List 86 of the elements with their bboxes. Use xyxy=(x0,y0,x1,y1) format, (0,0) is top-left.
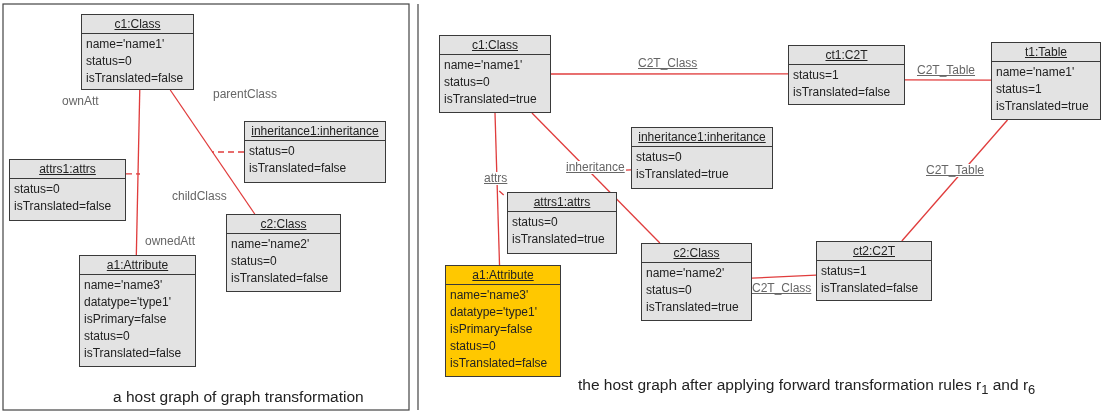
attribute-text: status=1 xyxy=(995,81,1043,98)
object-box xyxy=(226,214,341,292)
caption: the host graph after applying forward transformation rules r$_{1}$ and r$_{6}$ xyxy=(578,376,1036,400)
object-name: attrs1:attrs xyxy=(10,160,125,179)
object-name: inheritance1:inheritance xyxy=(245,122,385,141)
role-label: childClass xyxy=(172,189,227,203)
association-line xyxy=(550,73,789,75)
association-line xyxy=(751,274,817,279)
edge-label: attrs xyxy=(483,172,509,185)
attribute-text: isPrimary=false xyxy=(449,321,534,338)
dashed-link xyxy=(211,151,245,153)
attribute-text: name='name1' xyxy=(995,64,1076,81)
edge-label: inheritance xyxy=(565,161,626,174)
object-box xyxy=(244,121,386,183)
attribute-text: datatype='type1' xyxy=(83,294,172,311)
object-name: attrs1:attrs xyxy=(508,193,616,212)
edge-label: C2T_Table xyxy=(916,64,977,77)
attribute-text: isTranslated=false xyxy=(83,345,183,362)
attribute-text: isTranslated=false xyxy=(13,198,113,215)
object-name: ct2:C2T xyxy=(817,242,931,261)
edge-label: C2T_Class xyxy=(751,282,813,295)
attribute-text: status=0 xyxy=(449,338,497,355)
caption: a host graph of graph transformation xyxy=(113,388,364,406)
object-name: t1:Table xyxy=(992,43,1100,62)
attribute-text: name='name1' xyxy=(443,57,524,74)
attribute-text: isTranslated=false xyxy=(230,270,330,287)
object-name: a1:Attribute xyxy=(80,256,195,275)
object-box xyxy=(631,127,773,189)
dashed-link xyxy=(497,189,505,196)
attribute-text: status=0 xyxy=(645,282,693,299)
role-label: parentClass xyxy=(213,87,278,101)
attribute-text: isTranslated=false xyxy=(449,355,549,372)
attribute-text: name='name3' xyxy=(83,277,164,294)
attribute-text: name='name2' xyxy=(645,265,726,282)
object-box xyxy=(816,241,932,301)
object-box xyxy=(991,42,1101,120)
attribute-text: isTranslated=true xyxy=(443,91,538,108)
object-name: c1:Class xyxy=(82,15,193,34)
object-name: c2:Class xyxy=(642,244,751,263)
association-line xyxy=(169,89,256,215)
object-name: c1:Class xyxy=(440,36,550,55)
attribute-text: status=0 xyxy=(248,143,296,160)
object-box xyxy=(81,14,194,90)
role-label: ownedAtt xyxy=(145,234,196,248)
association-line xyxy=(901,119,1009,242)
object-name: inheritance1:inheritance xyxy=(632,128,772,147)
attribute-text: status=0 xyxy=(230,253,278,270)
object-box xyxy=(79,255,196,367)
dashed-link xyxy=(125,173,141,175)
attribute-text: status=0 xyxy=(635,149,683,166)
object-name: a1:Attribute xyxy=(446,266,560,285)
object-box xyxy=(445,265,561,377)
object-box xyxy=(788,45,905,105)
edge-label: C2T_Class xyxy=(637,57,699,70)
attribute-text: isTranslated=false xyxy=(248,160,348,177)
attribute-text: status=1 xyxy=(820,263,868,280)
attribute-text: isTranslated=true xyxy=(995,98,1090,115)
association-line xyxy=(135,89,141,256)
object-name: ct1:C2T xyxy=(789,46,904,65)
attribute-text: name='name3' xyxy=(449,287,530,304)
attribute-text: status=0 xyxy=(443,74,491,91)
attribute-text: isTranslated=true xyxy=(645,299,740,316)
attribute-text: isTranslated=true xyxy=(511,231,606,248)
attribute-text: isTranslated=true xyxy=(635,166,730,183)
attribute-text: status=0 xyxy=(13,181,61,198)
edge-label: C2T_Table xyxy=(925,164,986,177)
object-box xyxy=(439,35,551,113)
association-line xyxy=(531,112,661,244)
object-box xyxy=(507,192,617,254)
attribute-text: name='name1' xyxy=(85,36,166,53)
attribute-text: status=0 xyxy=(85,53,133,70)
attribute-text: status=0 xyxy=(511,214,559,231)
attribute-text: name='name2' xyxy=(230,236,311,253)
attribute-text: isPrimary=false xyxy=(83,311,168,328)
attribute-text: isTranslated=false xyxy=(792,84,892,101)
role-label: ownAtt xyxy=(62,94,99,108)
attribute-text: isTranslated=false xyxy=(820,280,920,297)
association-line xyxy=(494,112,501,266)
attribute-text: datatype='type1' xyxy=(449,304,538,321)
association-line xyxy=(904,79,992,81)
attribute-text: isTranslated=false xyxy=(85,70,185,87)
attribute-text: status=1 xyxy=(792,67,840,84)
object-box xyxy=(9,159,126,221)
object-box xyxy=(641,243,752,321)
object-name: c2:Class xyxy=(227,215,340,234)
attribute-text: status=0 xyxy=(83,328,131,345)
